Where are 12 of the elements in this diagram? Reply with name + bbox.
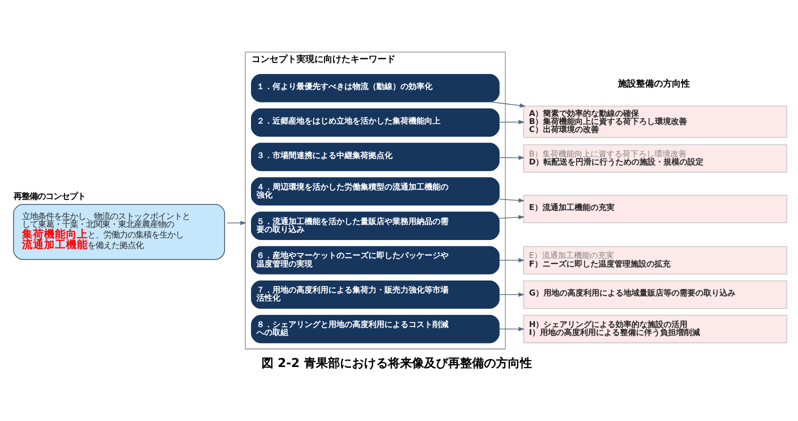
label: 施設整備の方向性 [618,78,690,90]
arrow [499,326,525,332]
arrow [490,102,526,108]
arrow [499,292,525,297]
arrow [499,120,525,124]
node-label: 再整備のコンセプト [14,190,86,201]
caption: 図 2-2 青果部における将来像及び再整備の方向性 [261,356,532,370]
arrow [499,215,525,220]
arrow [499,156,525,160]
arrow [226,220,246,226]
arrow [499,198,525,203]
arrow [499,258,525,262]
